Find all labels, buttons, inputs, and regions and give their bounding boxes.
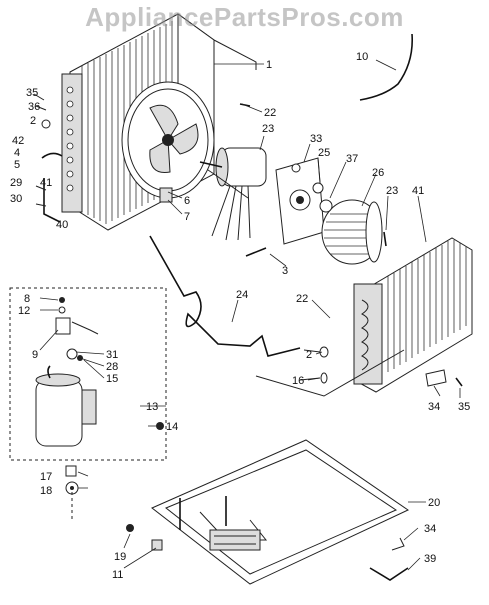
callout-22: 24 [236,289,248,301]
callout-13: 13 [146,401,158,413]
callout-14: 14 [166,421,178,433]
blower-wheel [321,199,383,265]
base-pan [151,439,410,585]
callout-6: 6 [184,195,190,207]
callout-12: 12 [18,305,30,317]
callout-8: 8 [24,293,30,305]
callout-32: 37 [346,153,358,165]
callout-21: 20 [428,497,440,509]
callout-5: 5 [14,159,20,171]
callout-16: 16 [292,375,304,387]
callout-18: 18 [40,485,52,497]
part-3 [245,247,267,257]
callout-42: 42 [12,135,24,147]
callout-39: 41 [412,185,424,197]
callout-10: 10 [356,51,368,63]
callout-17: 17 [40,471,52,483]
capillary-tube [149,235,301,357]
callout-1: 1 [266,59,272,71]
callout-36: 35 [26,87,38,99]
callout-19: 19 [114,551,126,563]
callout-41: 41 [40,177,52,189]
callout-11: 11 [112,569,123,581]
callout-31: 33 [310,133,322,145]
part-7 [159,187,173,203]
callout-30: 31 [106,349,118,361]
callout-9: 9 [32,349,38,361]
callout-4: 4 [14,147,20,159]
callout-38: 39 [424,553,436,565]
callout-2-right: 2 [306,349,312,361]
callout-26: 26 [372,167,384,179]
overload-protector [55,317,99,335]
callout-29: 30 [10,193,22,205]
callout-labels: 1 10 22 23 33 25 37 26 23 41 35 36 2 42 … [10,51,470,581]
callout-7: 7 [184,211,190,223]
callout-40: 40 [56,219,68,231]
callout-25: 25 [318,147,330,159]
wire-harness [359,33,414,101]
callout-23-right: 23 [386,185,398,197]
callout-23-top: 22 [264,107,276,119]
fan-blade [121,81,215,199]
callout-37: 36 [28,101,40,113]
callout-3: 3 [282,265,288,277]
callout-2-left: 2 [30,115,36,127]
evaporator-coil [353,237,473,393]
callout-28: 29 [10,177,22,189]
callout-33: 34 [428,401,440,413]
callout-24: 23 [262,123,274,135]
watermark: AppliancePartsPros.com [85,2,404,32]
callout-15: 15 [106,373,118,385]
fan-motor [199,147,267,241]
washer [312,182,324,194]
nut [319,199,333,213]
callout-35: 34 [424,523,436,535]
compressor [35,365,97,447]
compressor-group-box [9,287,167,461]
callout-27: 28 [106,361,118,373]
callout-20: 22 [296,293,308,305]
callout-34: 35 [458,401,470,413]
motor-bracket [275,157,325,245]
